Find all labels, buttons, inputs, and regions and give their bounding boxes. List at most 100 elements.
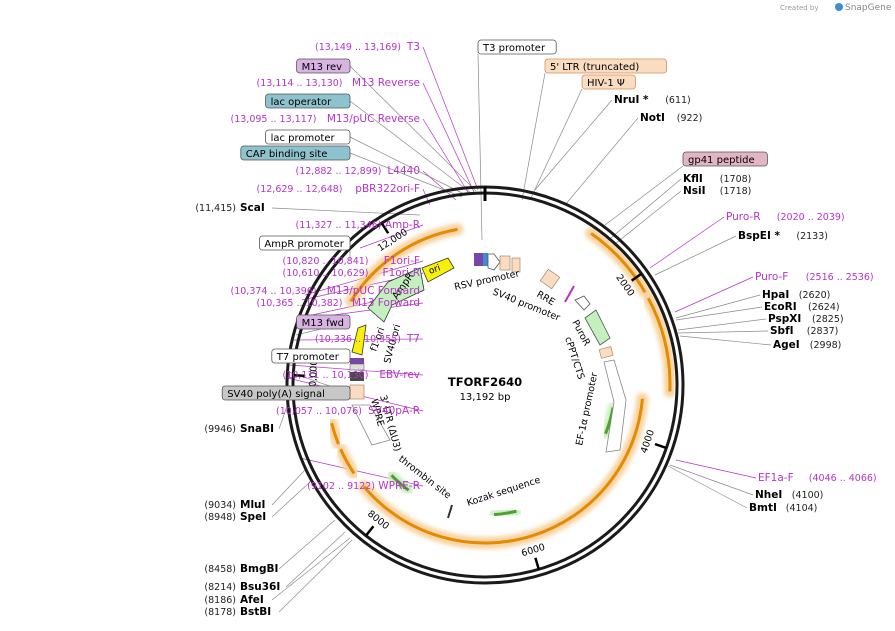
feature-arc: [647, 297, 672, 392]
ltr3-box: [349, 384, 365, 400]
leader-line: [271, 537, 351, 601]
primer-label: M13 Forward: [352, 297, 420, 309]
leader-line: [278, 519, 336, 570]
primer-label: SV40pA-R: [368, 405, 420, 417]
enzyme-name: SnaBI: [240, 423, 274, 435]
primer-label: Puro-R: [726, 211, 761, 223]
enzyme-position: (8186): [204, 595, 236, 606]
ruler-tick-mark: [380, 222, 390, 234]
primer-label: EBV-rev: [379, 369, 420, 381]
primer-position: (2020 .. 2039): [777, 212, 845, 223]
green-arc: [390, 474, 410, 492]
leader-line: [604, 165, 684, 226]
green-arc: [493, 509, 517, 517]
enzyme-name: HpaI: [762, 289, 789, 301]
leader-line: [349, 136, 467, 196]
primer-position: (13,149 .. 13,169): [315, 42, 401, 53]
plasmid-backbone: [285, 185, 685, 585]
feature-label-text: T3 promoter: [482, 43, 546, 54]
feature-label-box: [296, 314, 351, 330]
rre-box: [539, 268, 561, 290]
ruler-tick-mark: [654, 442, 667, 450]
leader-line: [667, 465, 748, 509]
enzyme-position: (2825): [812, 314, 844, 325]
primer-label: M13 Reverse: [352, 77, 420, 89]
leader-line: [534, 99, 613, 191]
feature-label-text: CAP binding site: [246, 149, 328, 160]
enzyme-name: KflI: [683, 173, 703, 185]
leader-line: [675, 294, 761, 319]
enzyme-position: (1708): [720, 174, 752, 185]
wpre-box: [351, 404, 391, 446]
kozak-label: Kozak sequence: [466, 475, 542, 509]
primer-label: L4440: [387, 165, 420, 177]
enzyme-position: (2624): [808, 302, 840, 313]
enzyme-name: NotI: [640, 112, 665, 124]
primer-position: (10,336 .. 10,355): [315, 334, 401, 345]
feature-label-text: HIV-1 Ψ: [587, 78, 625, 89]
feature-label-box: [240, 145, 351, 161]
feature-label-box: [258, 235, 351, 251]
enzyme-name: ScaI: [240, 202, 265, 214]
primer-position: (10,057 .. 10,076): [276, 406, 362, 417]
leader-line: [422, 82, 475, 193]
primer-position: (9102 .. 9122): [307, 481, 375, 492]
leader-line: [477, 53, 483, 241]
enzyme-name: Bsu36I: [240, 581, 280, 593]
feature-label-text: M13 fwd: [302, 318, 344, 329]
snapgene-brand: Created by SnapGene: [780, 3, 892, 13]
ruler-tick-mark: [364, 525, 375, 537]
leader-line: [675, 306, 763, 321]
feature-label-box: [581, 74, 636, 90]
primer-position: (4046 .. 4066): [809, 473, 877, 484]
leader-line: [285, 531, 346, 588]
feature-label-box: [221, 385, 351, 401]
thrombin-label: thrombin site: [396, 454, 453, 502]
plasmid-size: 13,192 bp: [460, 392, 511, 403]
enzyme-position: (8948): [204, 512, 236, 523]
leader-line: [422, 118, 470, 195]
enzyme-name: BstBI: [240, 606, 271, 618]
enzyme-position: (922): [677, 113, 703, 124]
feature-arc: [349, 227, 458, 303]
feature-label-box: [477, 39, 557, 55]
primer-label: WPRE-R: [378, 480, 420, 492]
feature-label-text: lac operator: [271, 97, 332, 108]
primer-position: (10,610 .. 10,629): [283, 268, 369, 279]
small-feature-purple: [350, 358, 364, 364]
feature-label-text: AmpR promoter: [264, 239, 344, 250]
primer-label: pBR322ori-F: [355, 183, 420, 195]
feature-label-text: gp41 peptide: [688, 155, 755, 166]
feature-arc: [362, 398, 644, 545]
ruler-tick-mark: [293, 374, 306, 378]
cppt-box: [598, 346, 614, 359]
feature-arc: [590, 232, 647, 294]
psi-box: [511, 257, 521, 273]
gp41-marker: [564, 285, 575, 303]
leader-line: [349, 100, 472, 194]
leader-line: [349, 65, 477, 192]
ampr-arrow: [367, 267, 425, 323]
primer-position: (10,111 .. 10,130): [283, 370, 369, 381]
snapgene-logo-icon: [835, 3, 843, 11]
feature-arc: [330, 422, 340, 445]
brand-created-by: Created by: [780, 4, 819, 12]
feature-label-text: M13 rev: [302, 62, 343, 73]
rsv-promoter-arrow: [487, 253, 501, 271]
feature-label-text: 5' LTR (truncated): [550, 62, 639, 73]
enzyme-position: (2998): [810, 340, 842, 351]
primer-position: (10,374 .. 10,396): [231, 286, 317, 297]
leader-line: [271, 481, 311, 518]
feature-label-box: [265, 129, 351, 145]
enzyme-position: (1718): [720, 186, 752, 197]
enzyme-name: BmtI: [749, 502, 777, 514]
leader-line: [674, 276, 754, 313]
ruler-tick-label: 6000: [520, 542, 546, 559]
enzyme-position: (611): [665, 95, 691, 106]
enzyme-name: NruI *: [614, 94, 649, 106]
small-feature-grey: [349, 363, 365, 371]
primer-label: M13/pUC Forward: [327, 285, 420, 297]
leader-line: [675, 459, 757, 479]
brand-name: SnapGene: [845, 3, 892, 13]
primer-position: (13,114 .. 13,130): [257, 78, 343, 89]
